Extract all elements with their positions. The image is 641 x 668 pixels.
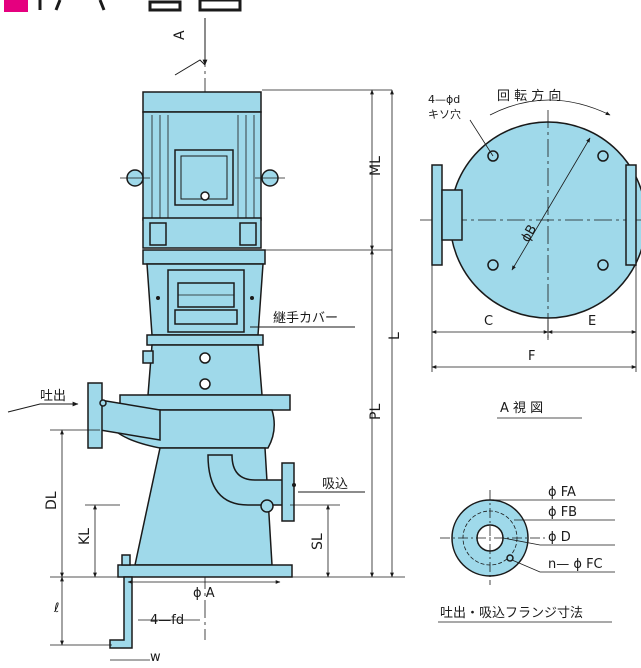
a-view-dimensions: [431, 265, 637, 419]
view-arrow-a-label: A: [172, 30, 188, 40]
flange-fc-label: n— ϕ FC: [548, 557, 603, 572]
motor-top: [142, 91, 262, 113]
dim-ml-label: ML: [368, 156, 384, 176]
coupling-cover-label: 継手カバー: [273, 311, 338, 326]
flange-detail: [440, 490, 545, 585]
main-side-view: [87, 20, 296, 649]
pump-base-column: [134, 447, 273, 566]
dim-w-label: w: [150, 650, 161, 665]
dim-phi-a-label: ϕ A: [193, 586, 215, 601]
flange-fb-label: ϕ FB: [548, 505, 577, 520]
flange-fa-label: ϕ FA: [548, 485, 576, 500]
rotation-arrow-icon: [489, 99, 611, 116]
holes-count-label: 4—ϕd: [428, 93, 460, 106]
title-accent-block: [4, 0, 28, 12]
dim-f-label: F: [528, 349, 535, 364]
dim-ell-label: ℓ: [53, 601, 59, 616]
a-view: [420, 99, 641, 340]
foundation-bolt: [109, 576, 133, 649]
dim-dl-label: DL: [44, 491, 60, 510]
main-dimensions: [50, 89, 405, 661]
dim-c-label: C: [484, 314, 493, 329]
a-view-flange-left: [431, 164, 443, 266]
a-view-caption: A 視 図: [500, 401, 543, 416]
suction-label: 吸込: [322, 477, 348, 492]
title-text-fragment: [38, 0, 242, 12]
dim-e-label: E: [588, 314, 596, 329]
dim-l-label: L: [387, 332, 403, 340]
base-plate: [117, 564, 293, 578]
bracket-top-flange: [142, 249, 266, 265]
flange-d-label: ϕ D: [548, 530, 571, 545]
a-view-flange-right: [625, 164, 637, 266]
flange-caption: 吐出・吸込フランジ寸法: [440, 606, 583, 621]
flange-leaders: [438, 499, 615, 623]
rotation-label: 回 転 方 向: [497, 88, 561, 104]
holes-type-label: キソ穴: [428, 107, 461, 121]
dim-sl-label: SL: [310, 533, 326, 550]
dim-fd-label: 4—fd: [150, 613, 184, 628]
discharge-leader: [7, 401, 79, 413]
discharge-label: 吐出: [40, 389, 66, 404]
dim-pl-label: PL: [368, 404, 384, 420]
view-arrow-a: [174, 18, 208, 76]
discharge-flange: [87, 382, 103, 449]
suction-flange: [281, 462, 295, 522]
dim-kl-label: KL: [77, 528, 93, 545]
